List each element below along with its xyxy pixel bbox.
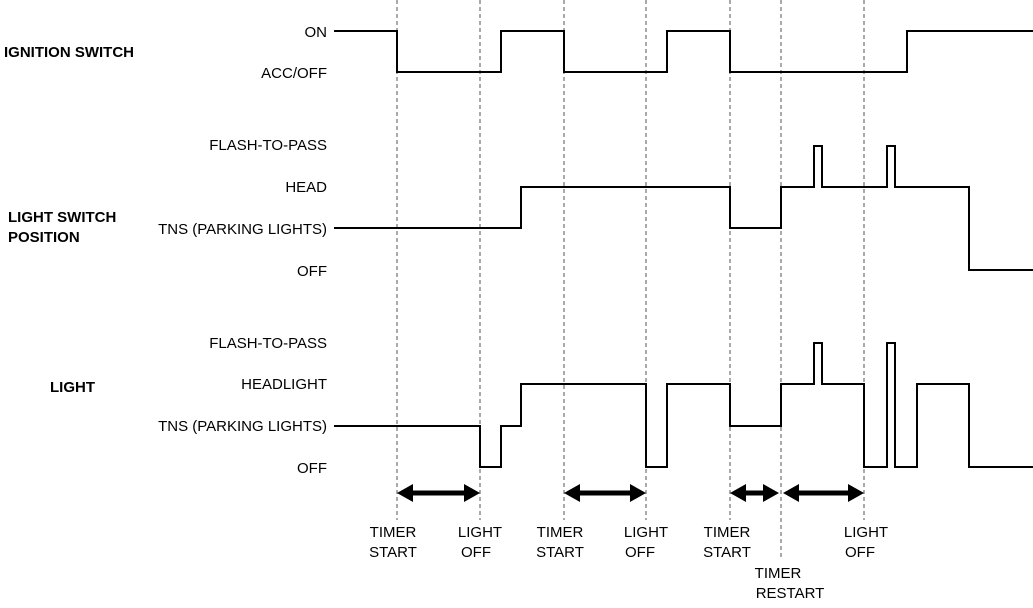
- event-timer-start-1-line2: START: [369, 544, 417, 561]
- event-guides: [396, 0, 865, 560]
- ignition-switch-waveform: [334, 30, 1033, 73]
- ignition-level-on: ON: [305, 24, 328, 41]
- event-light-off-3-line1: LIGHT: [844, 524, 888, 541]
- event-timer-start-3-line2: START: [703, 544, 751, 561]
- arrowhead-left: [564, 484, 580, 502]
- event-light-off-1-line1: LIGHT: [458, 524, 502, 541]
- event-timer-restart-line2: RESTART: [756, 585, 825, 602]
- light-switch-position-waveform: [334, 145, 1033, 271]
- timer-arrow-1: [397, 484, 480, 502]
- event-light-off-2-line1: LIGHT: [624, 524, 668, 541]
- group-light-switch-position-1: LIGHT SWITCH: [8, 209, 116, 226]
- group-light-switch-position-2: POSITION: [8, 229, 80, 246]
- arrowhead-right: [630, 484, 646, 502]
- ignition-level-acc-off: ACC/OFF: [261, 65, 327, 82]
- event-timer-restart-line1: TIMER: [755, 565, 802, 582]
- event-light-off-2-line2: OFF: [625, 544, 655, 561]
- timer-arrow-2: [564, 484, 646, 502]
- arrowhead-right: [848, 484, 864, 502]
- light-level-headlight: HEADLIGHT: [241, 376, 327, 393]
- switch-level-head: HEAD: [285, 179, 327, 196]
- arrowhead-left: [730, 484, 746, 502]
- event-light-off-3-line2: OFF: [845, 544, 875, 561]
- event-timer-start-2-line1: TIMER: [537, 524, 584, 541]
- arrowhead-left: [397, 484, 413, 502]
- light-output-waveform: [334, 342, 1033, 468]
- event-timer-start-2-line2: START: [536, 544, 584, 561]
- light-level-tns: TNS (PARKING LIGHTS): [158, 418, 327, 435]
- event-timer-start-3-line1: TIMER: [704, 524, 751, 541]
- event-timer-start-1-line1: TIMER: [370, 524, 417, 541]
- timer-arrow-4: [783, 484, 864, 502]
- switch-level-flash-to-pass: FLASH-TO-PASS: [209, 137, 327, 154]
- arrowhead-right: [464, 484, 480, 502]
- light-level-off: OFF: [297, 460, 327, 477]
- group-ignition-switch: IGNITION SWITCH: [4, 44, 134, 61]
- switch-level-off: OFF: [297, 263, 327, 280]
- arrowhead-right: [763, 484, 779, 502]
- light-level-flash-to-pass: FLASH-TO-PASS: [209, 335, 327, 352]
- arrowhead-left: [783, 484, 799, 502]
- timer-arrow-3: [730, 484, 779, 502]
- switch-level-tns: TNS (PARKING LIGHTS): [158, 221, 327, 238]
- event-light-off-1-line2: OFF: [461, 544, 491, 561]
- group-light: LIGHT: [50, 379, 95, 396]
